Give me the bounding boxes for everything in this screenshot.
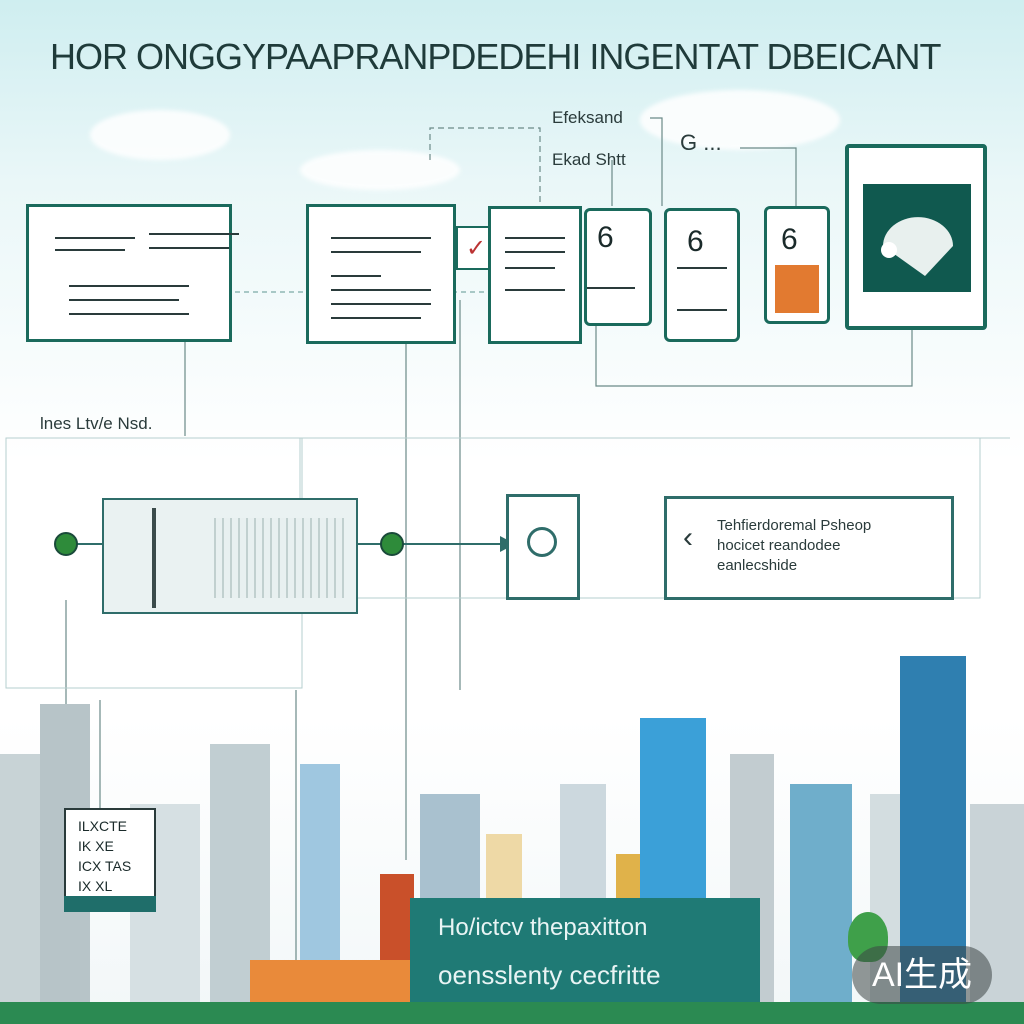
orange-block [250,960,410,1004]
cloud [640,90,840,150]
digit-card-2: 6 [664,208,740,342]
billboard-line: ICX TAS [78,858,132,874]
digit-value: 6 [781,223,798,256]
top-label-2: Ekad Shtt [552,150,626,169]
cta-line-2: oensslenty cecfritte [438,960,661,990]
digit-card-1: 6 [584,208,652,326]
billboard-base [64,896,156,912]
digit-value: 6 [597,221,614,254]
billboard-line: IX XL [78,878,113,894]
timer-card [506,494,580,600]
digit-value: 6 [687,225,704,258]
info-card: ‹ Tehfierdoremal Psheop hocicet reandode… [664,496,954,600]
pie-icon [881,217,953,276]
preview-panel [863,184,971,292]
digit-card-3: 6 [764,206,830,324]
cta-banner[interactable]: Ho/ictcv thepaxitton oensslenty cecfritt… [410,898,760,1012]
document-card-1 [26,204,239,342]
ai-generated-badge: AI生成 [852,946,992,1004]
billboard-line: ILXCTE [78,818,128,834]
info-line-2: hocicet reandodee [717,537,841,554]
chevron-left-icon: ‹ [683,521,693,554]
billboard-line: IK XE [78,838,114,854]
document-card-3 [488,206,582,344]
orange-chart-icon [775,265,819,313]
cloud [90,110,230,160]
billboard: ILXCTE IK XE ICX TAS IX XL [64,808,156,904]
building-photo-card [102,498,358,614]
tablet-card [845,144,987,330]
info-line-1: Tehfierdoremal Psheop [717,517,872,534]
building [790,784,852,1004]
info-line-3: eanlecshide [717,557,798,574]
check-icon: ✓ [466,235,487,262]
top-label-1: Efeksand [552,108,623,127]
clock-icon [527,527,557,557]
cloud [300,150,460,190]
ground [0,1002,1024,1024]
cta-line-1: Ho/ictcv thepaxitton [438,914,648,941]
document-card-2 [306,204,456,344]
diagram-title: HOR ONGGYPAAPRANPDEDEHI INGENTAT DBEICAN… [50,36,941,77]
mid-label: lnes Ltv/e Nsd. [40,414,153,433]
side-icon-label: G ... [680,130,722,155]
